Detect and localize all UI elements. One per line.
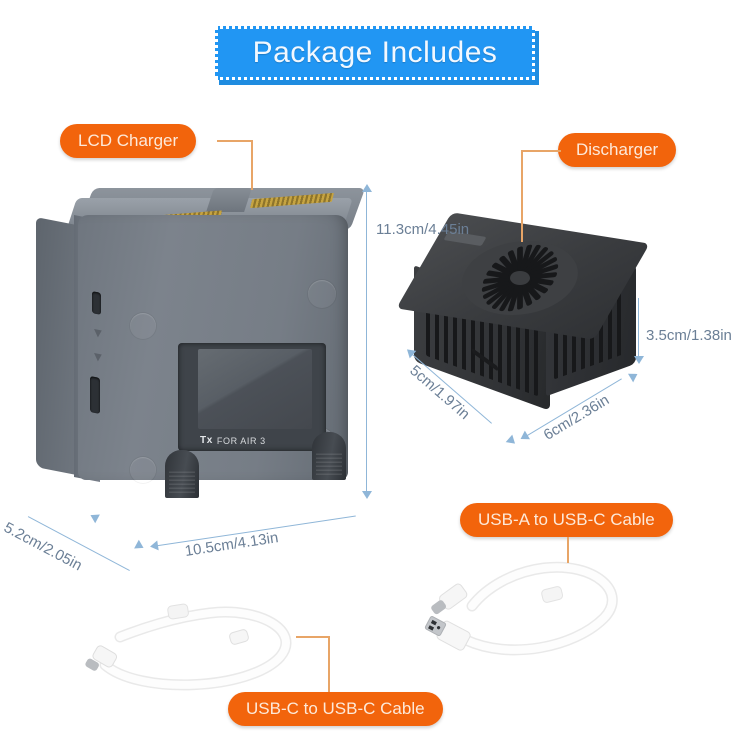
charger-screw-mark-2 bbox=[308, 280, 336, 308]
dimline-discharger-height bbox=[638, 298, 640, 360]
charger-lcd-screen bbox=[198, 349, 312, 429]
connector-usb-c-horizontal bbox=[296, 636, 329, 638]
connector-discharger-horizontal bbox=[521, 150, 561, 152]
callout-usb-c-cable-label: USB-C to USB-C Cable bbox=[246, 699, 425, 718]
charger-top-notch bbox=[206, 188, 252, 212]
arrowhead-charger-height-bottom bbox=[362, 491, 372, 499]
connector-usb-c-vertical bbox=[328, 636, 330, 692]
charger-screw-mark-3 bbox=[130, 457, 156, 483]
discharger-fan-hub bbox=[510, 271, 530, 285]
discharger-illustration bbox=[396, 212, 656, 428]
connector-lcd-vertical bbox=[251, 140, 253, 190]
arrowhead-discharger-height bbox=[634, 356, 644, 364]
callout-usb-c-cable[interactable]: USB-C to USB-C Cable bbox=[228, 692, 443, 726]
arrowhead-charger-depth-bottom bbox=[134, 539, 146, 553]
arrowhead-discharger-depth-bottom bbox=[505, 434, 519, 448]
usb-a-to-usb-c-cable-illustration bbox=[424, 561, 618, 656]
charger-screw-mark-1 bbox=[130, 313, 156, 339]
dimension-charger-height: 11.3cm/4.45in bbox=[376, 221, 470, 238]
charger-lcd-bezel: Tx FOR AIR 3 bbox=[178, 343, 326, 451]
callout-usb-a-cable-label: USB-A to USB-C Cable bbox=[478, 510, 655, 529]
callout-lcd-charger[interactable]: LCD Charger bbox=[60, 124, 197, 158]
callout-discharger-label: Discharger bbox=[576, 140, 659, 159]
lcd-charger-illustration: ◀ ◀ Tx FOR AIR 3 bbox=[30, 180, 375, 515]
dimension-discharger-height: 3.5cm/1.38in bbox=[646, 327, 732, 344]
brand-logo-icon: Tx bbox=[200, 435, 213, 446]
charger-usb-a-port bbox=[90, 376, 100, 414]
arrowhead-charger-height-top bbox=[362, 184, 372, 192]
dimension-charger-depth: 5.2cm/2.05in bbox=[1, 518, 85, 575]
callout-usb-a-cable[interactable]: USB-A to USB-C Cable bbox=[460, 503, 673, 537]
screen-model-text: FOR AIR 3 bbox=[216, 435, 266, 446]
connector-lcd-horizontal bbox=[217, 140, 252, 142]
charger-foot-left bbox=[165, 450, 199, 498]
callout-lcd-charger-label: LCD Charger bbox=[78, 131, 179, 150]
connector-discharger-vertical bbox=[521, 150, 523, 242]
charger-foot-right bbox=[312, 432, 346, 480]
package-includes-banner: Package Includes bbox=[215, 26, 535, 80]
arrowhead-discharger-width-left bbox=[517, 430, 531, 444]
callout-discharger[interactable]: Discharger bbox=[558, 133, 677, 167]
connector-usb-a-vertical bbox=[567, 537, 569, 563]
charger-screen-branding: Tx FOR AIR 3 bbox=[200, 435, 266, 446]
usb-c-to-usb-c-cable-illustration bbox=[85, 603, 292, 691]
banner-title: Package Includes bbox=[252, 36, 498, 69]
arrowhead-charger-width-left bbox=[149, 540, 159, 552]
charger-usb-c-port bbox=[92, 291, 101, 315]
dimline-charger-height bbox=[366, 188, 368, 496]
